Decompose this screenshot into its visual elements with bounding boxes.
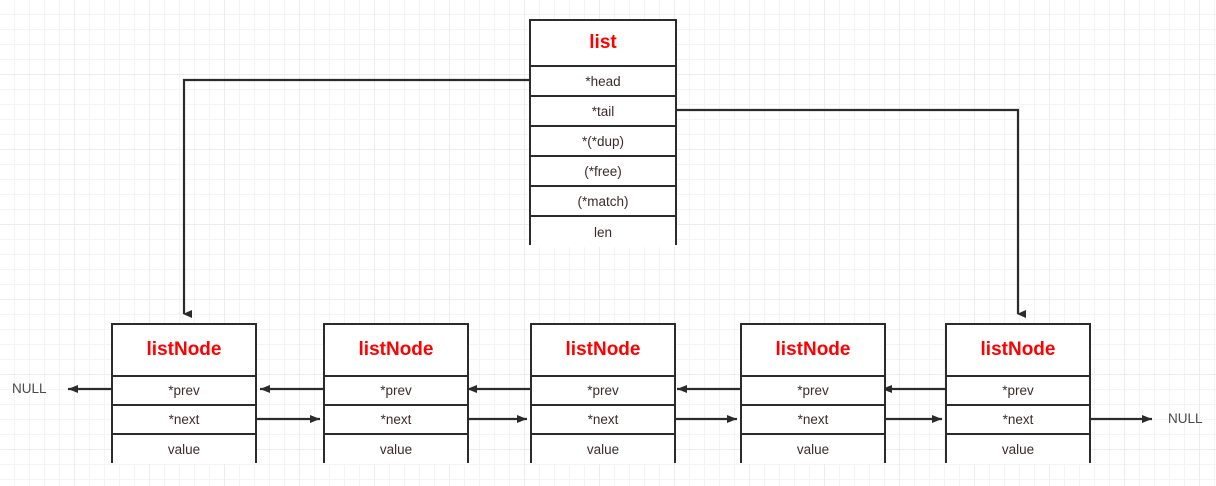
list-node-1-title: listNode — [113, 325, 255, 377]
list-node-2-field-value: value — [325, 435, 467, 464]
list-node-5-title: listNode — [947, 325, 1089, 377]
list-node-4-field-prev: *prev — [742, 377, 884, 406]
list-node-4-title: listNode — [742, 325, 884, 377]
list-node-5[interactable]: listNode *prev *next value — [945, 323, 1091, 464]
list-node-2-field-next: *next — [325, 406, 467, 435]
list-field-len: len — [531, 217, 675, 247]
list-node-1-field-next: *next — [113, 406, 255, 435]
list-field-tail: *tail — [531, 97, 675, 127]
list-field-head: *head — [531, 67, 675, 97]
list-node-5-field-next: *next — [947, 406, 1089, 435]
edge-head-to-node1 — [182, 78, 529, 318]
list-field-free: (*free) — [531, 157, 675, 187]
list-node-1-field-prev: *prev — [113, 377, 255, 406]
list-node-2[interactable]: listNode *prev *next value — [323, 323, 469, 464]
list-node-4[interactable]: listNode *prev *next value — [740, 323, 886, 464]
list-node-4-field-value: value — [742, 435, 884, 464]
list-node-2-title: listNode — [325, 325, 467, 377]
list-node-3-field-prev: *prev — [532, 377, 674, 406]
null-label-right: NULL — [1168, 411, 1203, 426]
list-node-5-field-prev: *prev — [947, 377, 1089, 406]
list-field-dup: *(*dup) — [531, 127, 675, 157]
list-struct-box[interactable]: list *head *tail *(*dup) (*free) (*match… — [529, 19, 677, 247]
edge-tail-to-node5 — [677, 108, 1026, 318]
list-field-match: (*match) — [531, 187, 675, 217]
null-label-left: NULL — [12, 381, 47, 396]
list-node-3[interactable]: listNode *prev *next value — [530, 323, 676, 464]
list-struct-title: list — [531, 21, 675, 67]
list-node-3-field-next: *next — [532, 406, 674, 435]
list-node-2-field-prev: *prev — [325, 377, 467, 406]
list-node-1-field-value: value — [113, 435, 255, 464]
list-node-5-field-value: value — [947, 435, 1089, 464]
list-node-3-field-value: value — [532, 435, 674, 464]
list-node-4-field-next: *next — [742, 406, 884, 435]
list-node-3-title: listNode — [532, 325, 674, 377]
list-node-1[interactable]: listNode *prev *next value — [111, 323, 257, 464]
